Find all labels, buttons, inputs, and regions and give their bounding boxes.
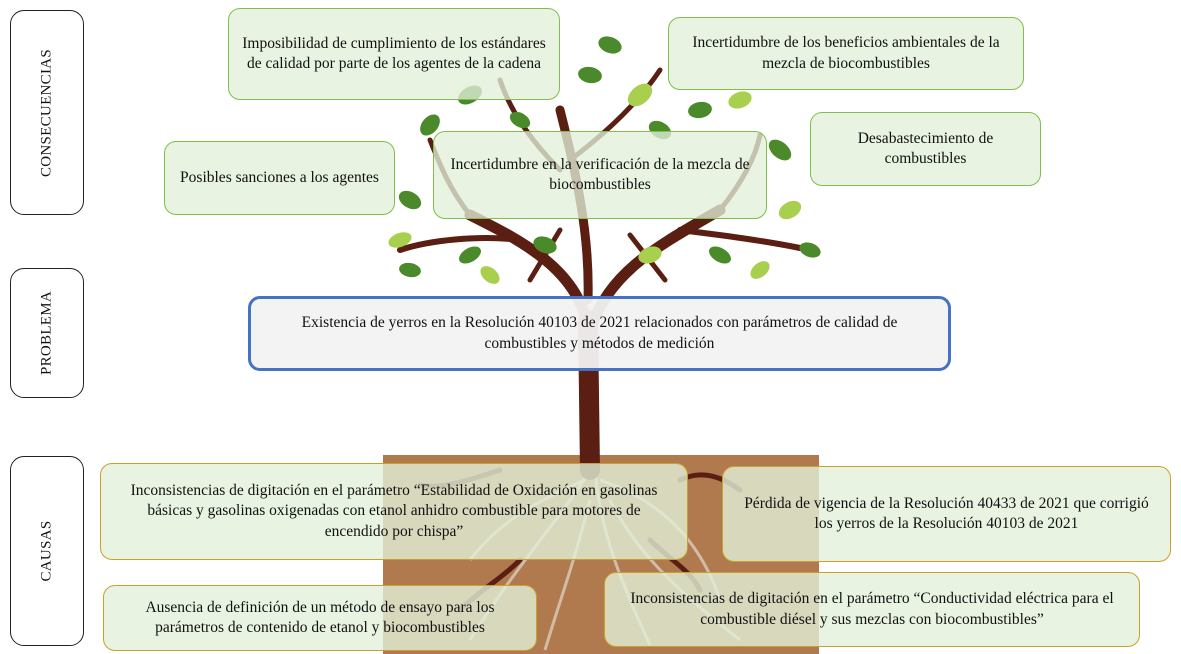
cause-box-4: Inconsistencias de digitación en el pará… bbox=[604, 572, 1140, 647]
side-label-problem: PROBLEMA bbox=[10, 268, 84, 398]
side-label-consequences: CONSECUENCIAS bbox=[10, 10, 84, 215]
consequence-text-2: Incertidumbre de los beneficios ambienta… bbox=[692, 34, 1000, 72]
cause-text-4: Inconsistencias de digitación en el pará… bbox=[630, 590, 1114, 628]
side-label-consequences-text: CONSECUENCIAS bbox=[38, 48, 55, 177]
consequence-box-5: Desabastecimiento de combustibles bbox=[810, 112, 1041, 186]
cause-text-1: Inconsistencias de digitación en el pará… bbox=[130, 482, 658, 540]
consequence-box-3: Posibles sanciones a los agentes bbox=[164, 141, 395, 215]
consequence-box-2: Incertidumbre de los beneficios ambienta… bbox=[668, 17, 1024, 90]
consequence-text-5: Desabastecimiento de combustibles bbox=[857, 129, 994, 167]
side-label-problem-text: PROBLEMA bbox=[38, 290, 55, 376]
cause-box-1: Inconsistencias de digitación en el pará… bbox=[100, 463, 688, 560]
problem-box: Existencia de yerros en la Resolución 40… bbox=[248, 296, 951, 371]
consequence-text-4: Incertidumbre en la verificación de la m… bbox=[450, 155, 750, 193]
cause-box-2: Pérdida de vigencia de la Resolución 404… bbox=[722, 466, 1171, 562]
consequence-text-1: Imposibilidad de cumplimiento de los est… bbox=[242, 34, 546, 72]
cause-text-2: Pérdida de vigencia de la Resolución 404… bbox=[744, 494, 1149, 532]
cause-text-3: Ausencia de definición de un método de e… bbox=[145, 598, 495, 636]
consequence-box-4: Incertidumbre en la verificación de la m… bbox=[433, 131, 767, 219]
consequence-box-1: Imposibilidad de cumplimiento de los est… bbox=[228, 8, 560, 100]
side-label-causes: CAUSAS bbox=[10, 456, 84, 646]
consequence-text-3: Posibles sanciones a los agentes bbox=[180, 168, 379, 186]
side-label-causes-text: CAUSAS bbox=[38, 520, 55, 582]
problem-text: Existencia de yerros en la Resolución 40… bbox=[301, 314, 898, 352]
cause-box-3: Ausencia de definición de un método de e… bbox=[103, 585, 537, 651]
